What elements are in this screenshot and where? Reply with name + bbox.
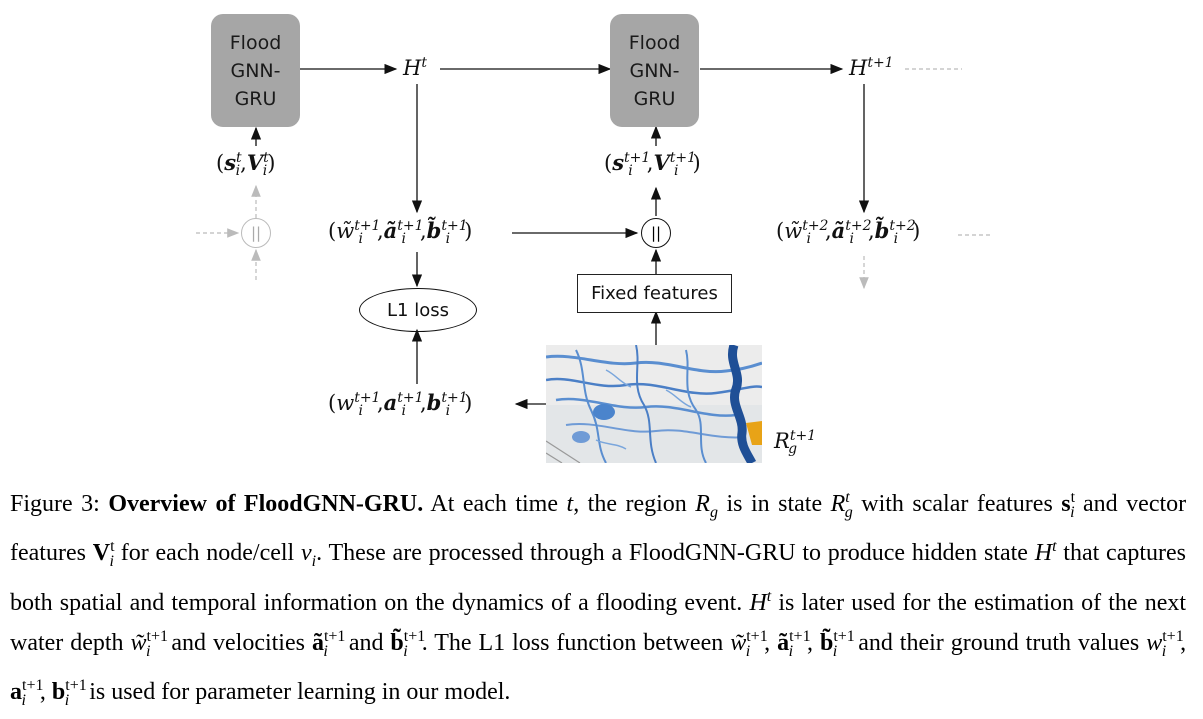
box-line-3: GRU [234,87,277,110]
box-line-2: GNN- [629,59,680,82]
input-features-t: (sti,Vti) [216,150,276,180]
diagram-connectors [196,63,992,410]
region-label: Rt+1g [774,428,817,458]
concat-node: || [641,218,671,248]
box-line-2: GNN- [230,59,281,82]
fixed-features-box: Fixed features [577,274,732,313]
caption-fig-label: Figure 3: [10,491,100,517]
flood-gnn-gru-box-t1: Flood GNN- GRU [610,14,699,127]
figure-caption: Figure 3: Overview of FloodGNN-GRU. At e… [10,489,1187,710]
input-features-t1: (st+1i,Vt+1i) [604,150,701,180]
ground-truth-t1: (wt+1i,at+1i,bt+1i) [328,390,473,420]
concat-node-faded: || [241,218,271,248]
l1-loss-node: L1 loss [359,288,477,332]
box-line-3: GRU [633,87,676,110]
box-line-1: Flood [628,31,681,54]
predictions-t1: (w̃t+1i,ãt+1i,b̃t+1i) [328,218,473,248]
caption-title: Overview of FloodGNN-GRU. [108,491,424,517]
predictions-t2: (w̃t+2i,ãt+2i,b̃t+2i) [776,218,921,248]
region-map-image [546,345,762,463]
hidden-state-t-label: Ht [403,55,427,80]
box-line-1: Flood [229,31,282,54]
hidden-state-t1-label: Ht+1 [849,55,894,80]
figure-diagram: Flood GNN- GRU Flood GNN- GRU Ht Ht+1 (s… [196,14,992,463]
flood-gnn-gru-box-t: Flood GNN- GRU [211,14,300,127]
